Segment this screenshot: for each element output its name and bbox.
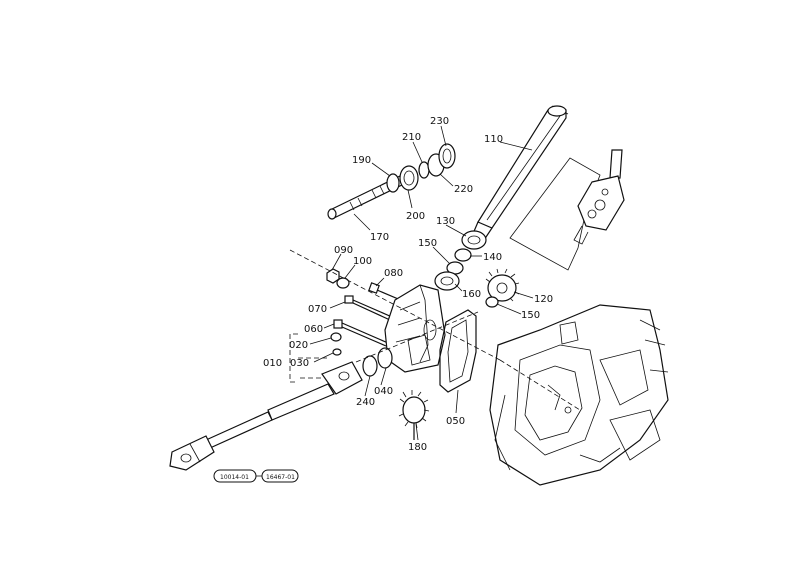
label-200: 200 xyxy=(406,211,425,222)
label-220: 220 xyxy=(454,184,473,195)
plug-020 xyxy=(330,332,342,342)
label-240: 240 xyxy=(356,397,375,408)
label-160: 160 xyxy=(462,289,481,300)
ref-pill-2 xyxy=(261,469,299,483)
transmission-casing xyxy=(489,304,669,486)
shaft-110 xyxy=(471,105,569,241)
label-180: 180 xyxy=(408,442,427,453)
input-shaft-010 xyxy=(169,361,363,471)
washer-100 xyxy=(336,277,350,289)
part-labels: 230 210 110 190 220 200 170 130 150 140 … xyxy=(263,116,553,453)
ring-140 xyxy=(454,248,472,262)
label-070: 070 xyxy=(308,304,327,315)
label-190: 190 xyxy=(352,155,371,166)
label-130: 130 xyxy=(436,216,455,227)
ref-code-1: 10014-01 xyxy=(220,474,249,481)
washer-030 xyxy=(332,348,342,356)
gear-housing xyxy=(384,284,446,373)
label-150-a: 150 xyxy=(418,238,437,249)
label-110: 110 xyxy=(484,134,503,145)
label-080: 080 xyxy=(384,268,403,279)
label-140: 140 xyxy=(483,252,502,263)
label-170: 170 xyxy=(370,232,389,243)
seal-040 xyxy=(377,347,393,369)
label-230: 230 xyxy=(430,116,449,127)
label-060: 060 xyxy=(304,324,323,335)
label-030: 030 xyxy=(290,358,309,369)
bearing-160 xyxy=(434,271,460,291)
label-120: 120 xyxy=(534,294,553,305)
leader-lines xyxy=(309,125,534,441)
group-bracket xyxy=(289,333,298,383)
ref-code-2: 16467-01 xyxy=(266,474,295,481)
gasket-050 xyxy=(439,309,477,393)
pinion-180 xyxy=(398,390,430,440)
reference-codes: 10014-01 16467-01 xyxy=(213,469,299,483)
label-010: 010 xyxy=(263,358,282,369)
seal-190 xyxy=(386,173,400,193)
bearing-200 xyxy=(399,165,419,191)
label-040: 040 xyxy=(374,386,393,397)
seal-240 xyxy=(362,355,378,377)
bolt-060 xyxy=(333,319,389,347)
universal-joint-detail xyxy=(573,149,625,245)
bolt-070 xyxy=(344,295,393,321)
gear-120 xyxy=(485,268,520,302)
label-090: 090 xyxy=(334,245,353,256)
label-100: 100 xyxy=(353,256,372,267)
bearing-130 xyxy=(461,230,487,250)
label-050: 050 xyxy=(446,416,465,427)
label-210: 210 xyxy=(402,132,421,143)
seal-230 xyxy=(438,143,456,169)
label-020: 020 xyxy=(289,340,308,351)
collar-150b xyxy=(485,296,499,308)
label-150-b: 150 xyxy=(521,310,540,321)
